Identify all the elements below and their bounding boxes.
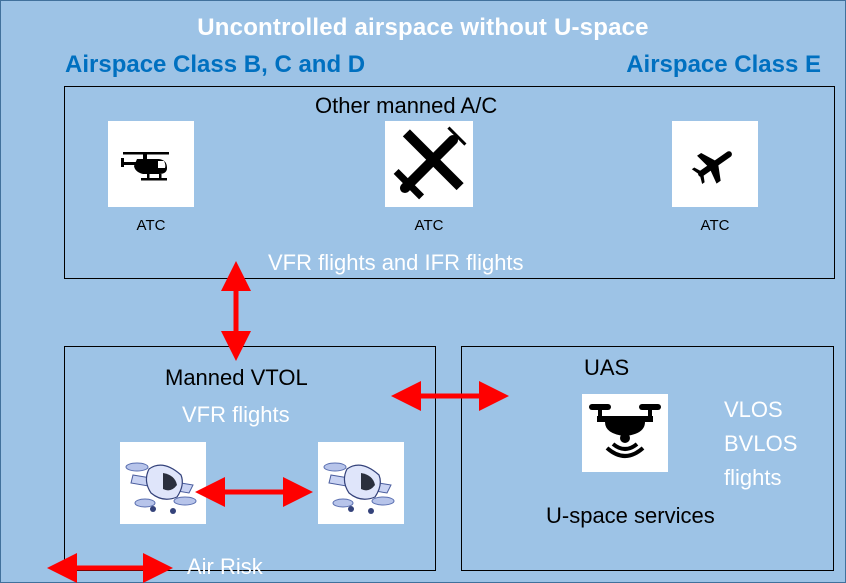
uas-flights-line-2: BVLOS bbox=[724, 431, 798, 456]
manned-vtol-box: Manned VTOL VFR flights bbox=[64, 346, 436, 571]
uas-box: UAS VLOS BVLOS flights U-space services bbox=[461, 346, 834, 571]
vtol-box-title: Manned VTOL bbox=[165, 365, 308, 390]
drone-icon bbox=[582, 394, 668, 472]
uas-services-label: U-space services bbox=[546, 503, 715, 528]
helicopter-icon bbox=[108, 121, 194, 207]
jet-icon bbox=[672, 121, 758, 207]
airspace-class-right-label: Airspace Class E bbox=[626, 51, 821, 78]
manned-aircraft-box: Other manned A/C ATC bbox=[64, 86, 835, 279]
evtol-icon bbox=[318, 442, 404, 524]
manned-flights-text: VFR flights and IFR flights bbox=[268, 250, 524, 275]
airplane-icon bbox=[385, 121, 473, 207]
manned-box-title: Other manned A/C bbox=[315, 93, 498, 118]
jet-atc-label: ATC bbox=[700, 217, 730, 234]
airplane-atc-label: ATC bbox=[414, 217, 444, 234]
airspace-class-left-label: Airspace Class B, C and D bbox=[65, 51, 366, 78]
helicopter-atc-label: ATC bbox=[136, 217, 166, 234]
uas-box-title: UAS bbox=[584, 355, 630, 380]
uas-flights-line-3: flights bbox=[724, 465, 782, 490]
evtol-icon bbox=[120, 442, 206, 524]
uas-flights-line-1: VLOS bbox=[724, 397, 783, 422]
diagram-title: Uncontrolled airspace without U-space bbox=[197, 14, 649, 41]
vtol-flights-text: VFR flights bbox=[182, 402, 290, 427]
legend-label: Air Risk bbox=[187, 554, 263, 579]
